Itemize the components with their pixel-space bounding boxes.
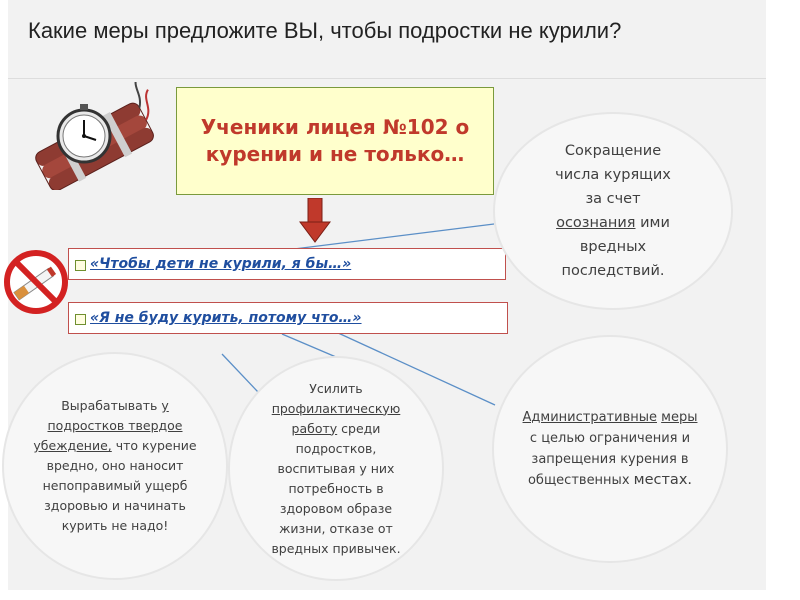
circle-text: Усилить профилактическую работу среди по… <box>258 379 414 559</box>
circle-text: Сокращение числа курящих за счет осознан… <box>555 139 671 283</box>
circle-line: Сокращение <box>565 143 661 159</box>
circle-line: последствий. <box>562 263 665 279</box>
circle-text: Административные меры с целью ограничени… <box>522 407 698 491</box>
circle-line: Вырабатывать <box>61 398 161 413</box>
circle-line: числа курящих <box>555 167 671 183</box>
circle-line: за счет <box>585 191 640 207</box>
circle-line: вредных <box>580 239 646 255</box>
circle-line: ими <box>636 215 670 231</box>
checkbox-bullet-icon <box>75 260 86 271</box>
circle-line: Усилить <box>309 381 362 396</box>
dynamite-clock-bomb-image <box>22 82 162 190</box>
circle-underlined: осознания <box>556 215 635 231</box>
circle-line: среди подростков, воспитывая у них потре… <box>271 421 400 556</box>
circle-underlined: меры <box>661 410 697 425</box>
prompt-bar-2: «Я не буду курить, потому что…» <box>68 302 508 334</box>
no-smoking-sign-icon <box>2 248 70 316</box>
circle-firm-belief: Вырабатывать у подростков твердое убежде… <box>2 352 228 580</box>
down-arrow-icon <box>298 198 332 244</box>
circle-administrative-measures: Административные меры с целью ограничени… <box>492 335 728 563</box>
circle-prevention-work: Усилить профилактическую работу среди по… <box>228 356 444 581</box>
circle-line: местах. <box>634 472 692 488</box>
circle-reduce-smokers: Сокращение числа курящих за счет осознан… <box>493 112 733 310</box>
circle-text: Вырабатывать у подростков твердое убежде… <box>30 396 200 536</box>
header-box: Ученики лицея №102 о курении и не только… <box>176 87 494 195</box>
circle-underlined: профилактическую работу <box>272 401 401 436</box>
prompt-text-1: «Чтобы дети не курили, я бы…» <box>90 256 351 272</box>
prompt-text-2: «Я не буду курить, потому что…» <box>90 310 362 326</box>
prompt-bar-1: «Чтобы дети не курили, я бы…» <box>68 248 506 280</box>
circle-underlined: Административные <box>523 410 657 425</box>
checkbox-bullet-icon <box>75 314 86 325</box>
